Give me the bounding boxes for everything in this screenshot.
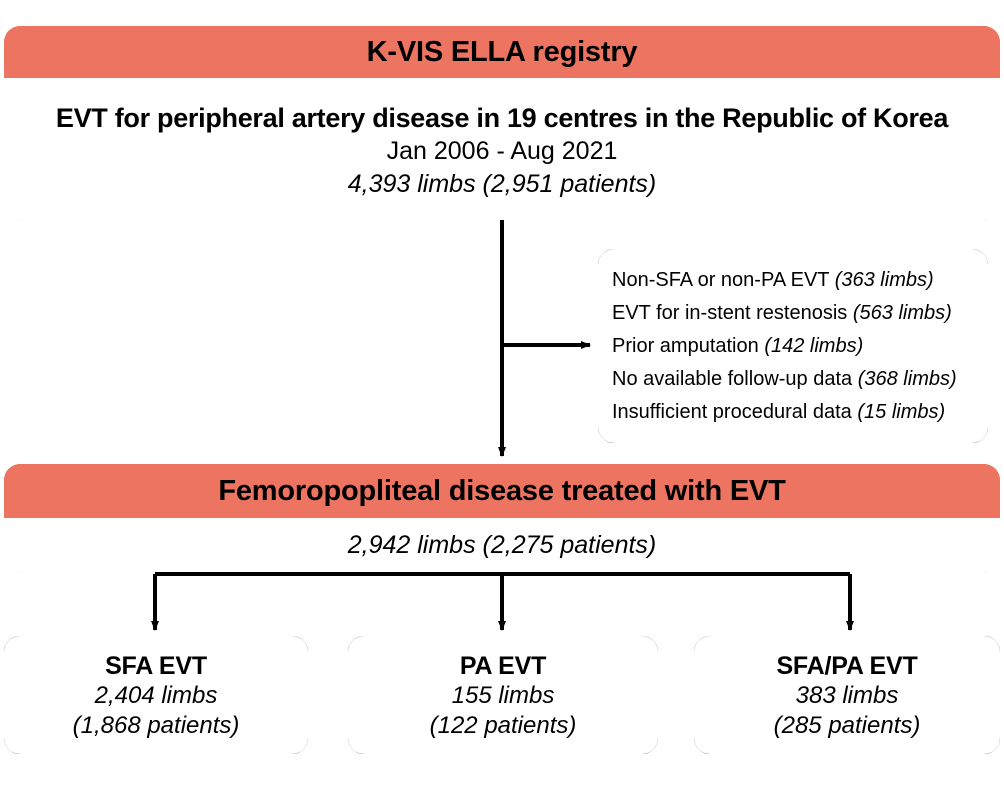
exclusion-count: (563 limbs) — [852, 301, 952, 324]
registry-body: EVT for peripheral artery disease in 19 … — [4, 78, 1000, 220]
registry-title: K-VIS ELLA registry — [4, 26, 1000, 78]
exclusion-count: (363 limbs) — [834, 268, 934, 291]
exclusion-item: No available follow-up data (368 limbs) — [612, 363, 957, 396]
exclusion-item: Prior amputation (142 limbs) — [612, 330, 863, 363]
femoropopliteal-node: Femoropopliteal disease treated with EVT… — [4, 464, 1000, 572]
group-sfapa-limbs: 383 limbs — [795, 682, 899, 709]
registry-description: EVT for peripheral artery disease in 19 … — [55, 103, 949, 133]
group-sfapa-title: SFA/PA EVT — [776, 652, 918, 680]
exclusion-count: (368 limbs) — [857, 367, 957, 390]
group-node-pa: PA EVT 155 limbs (122 patients) — [348, 636, 658, 754]
group-sfapa-patients: (285 patients) — [773, 712, 921, 739]
exclusion-label: EVT for in-stent restenosis — [612, 301, 848, 324]
exclusion-count: (15 limbs) — [857, 400, 946, 423]
exclusion-item: EVT for in-stent restenosis (563 limbs) — [612, 297, 952, 330]
group-sfa-title: SFA EVT — [105, 652, 207, 680]
group-node-sfa: SFA EVT 2,404 limbs (1,868 patients) — [4, 636, 308, 754]
exclusion-item: Insufficient procedural data (15 limbs) — [612, 396, 945, 429]
femoropopliteal-title: Femoropopliteal disease treated with EVT — [4, 464, 1000, 518]
group-pa-title: PA EVT — [459, 652, 547, 680]
exclusions-node: Non-SFA or non-PA EVT (363 limbs) EVT fo… — [598, 249, 988, 443]
femoropopliteal-counts: 2,942 limbs (2,275 patients) — [347, 531, 657, 559]
exclusion-count: (142 limbs) — [764, 334, 864, 357]
exclusion-label: Insufficient procedural data — [612, 400, 852, 423]
group-sfa-limbs: 2,404 limbs — [94, 682, 218, 709]
registry-node: K-VIS ELLA registry EVT for peripheral a… — [4, 26, 1000, 220]
exclusion-label: Prior amputation — [612, 334, 759, 357]
exclusions-body: Non-SFA or non-PA EVT (363 limbs) EVT fo… — [598, 249, 988, 443]
group-pa-patients: (122 patients) — [429, 712, 577, 739]
group-pa-body: PA EVT 155 limbs (122 patients) — [348, 636, 658, 754]
femoropopliteal-body: 2,942 limbs (2,275 patients) — [4, 518, 1000, 572]
group-sfa-body: SFA EVT 2,404 limbs (1,868 patients) — [4, 636, 308, 754]
registry-period: Jan 2006 - Aug 2021 — [386, 137, 618, 165]
exclusion-item: Non-SFA or non-PA EVT (363 limbs) — [612, 264, 934, 297]
group-node-sfapa: SFA/PA EVT 383 limbs (285 patients) — [694, 636, 1000, 754]
registry-counts: 4,393 limbs (2,951 patients) — [347, 170, 657, 198]
exclusion-label: No available follow-up data — [612, 367, 853, 390]
group-sfa-patients: (1,868 patients) — [72, 712, 240, 739]
exclusion-label: Non-SFA or non-PA EVT — [612, 268, 830, 291]
group-sfapa-body: SFA/PA EVT 383 limbs (285 patients) — [694, 636, 1000, 754]
group-pa-limbs: 155 limbs — [451, 682, 555, 709]
